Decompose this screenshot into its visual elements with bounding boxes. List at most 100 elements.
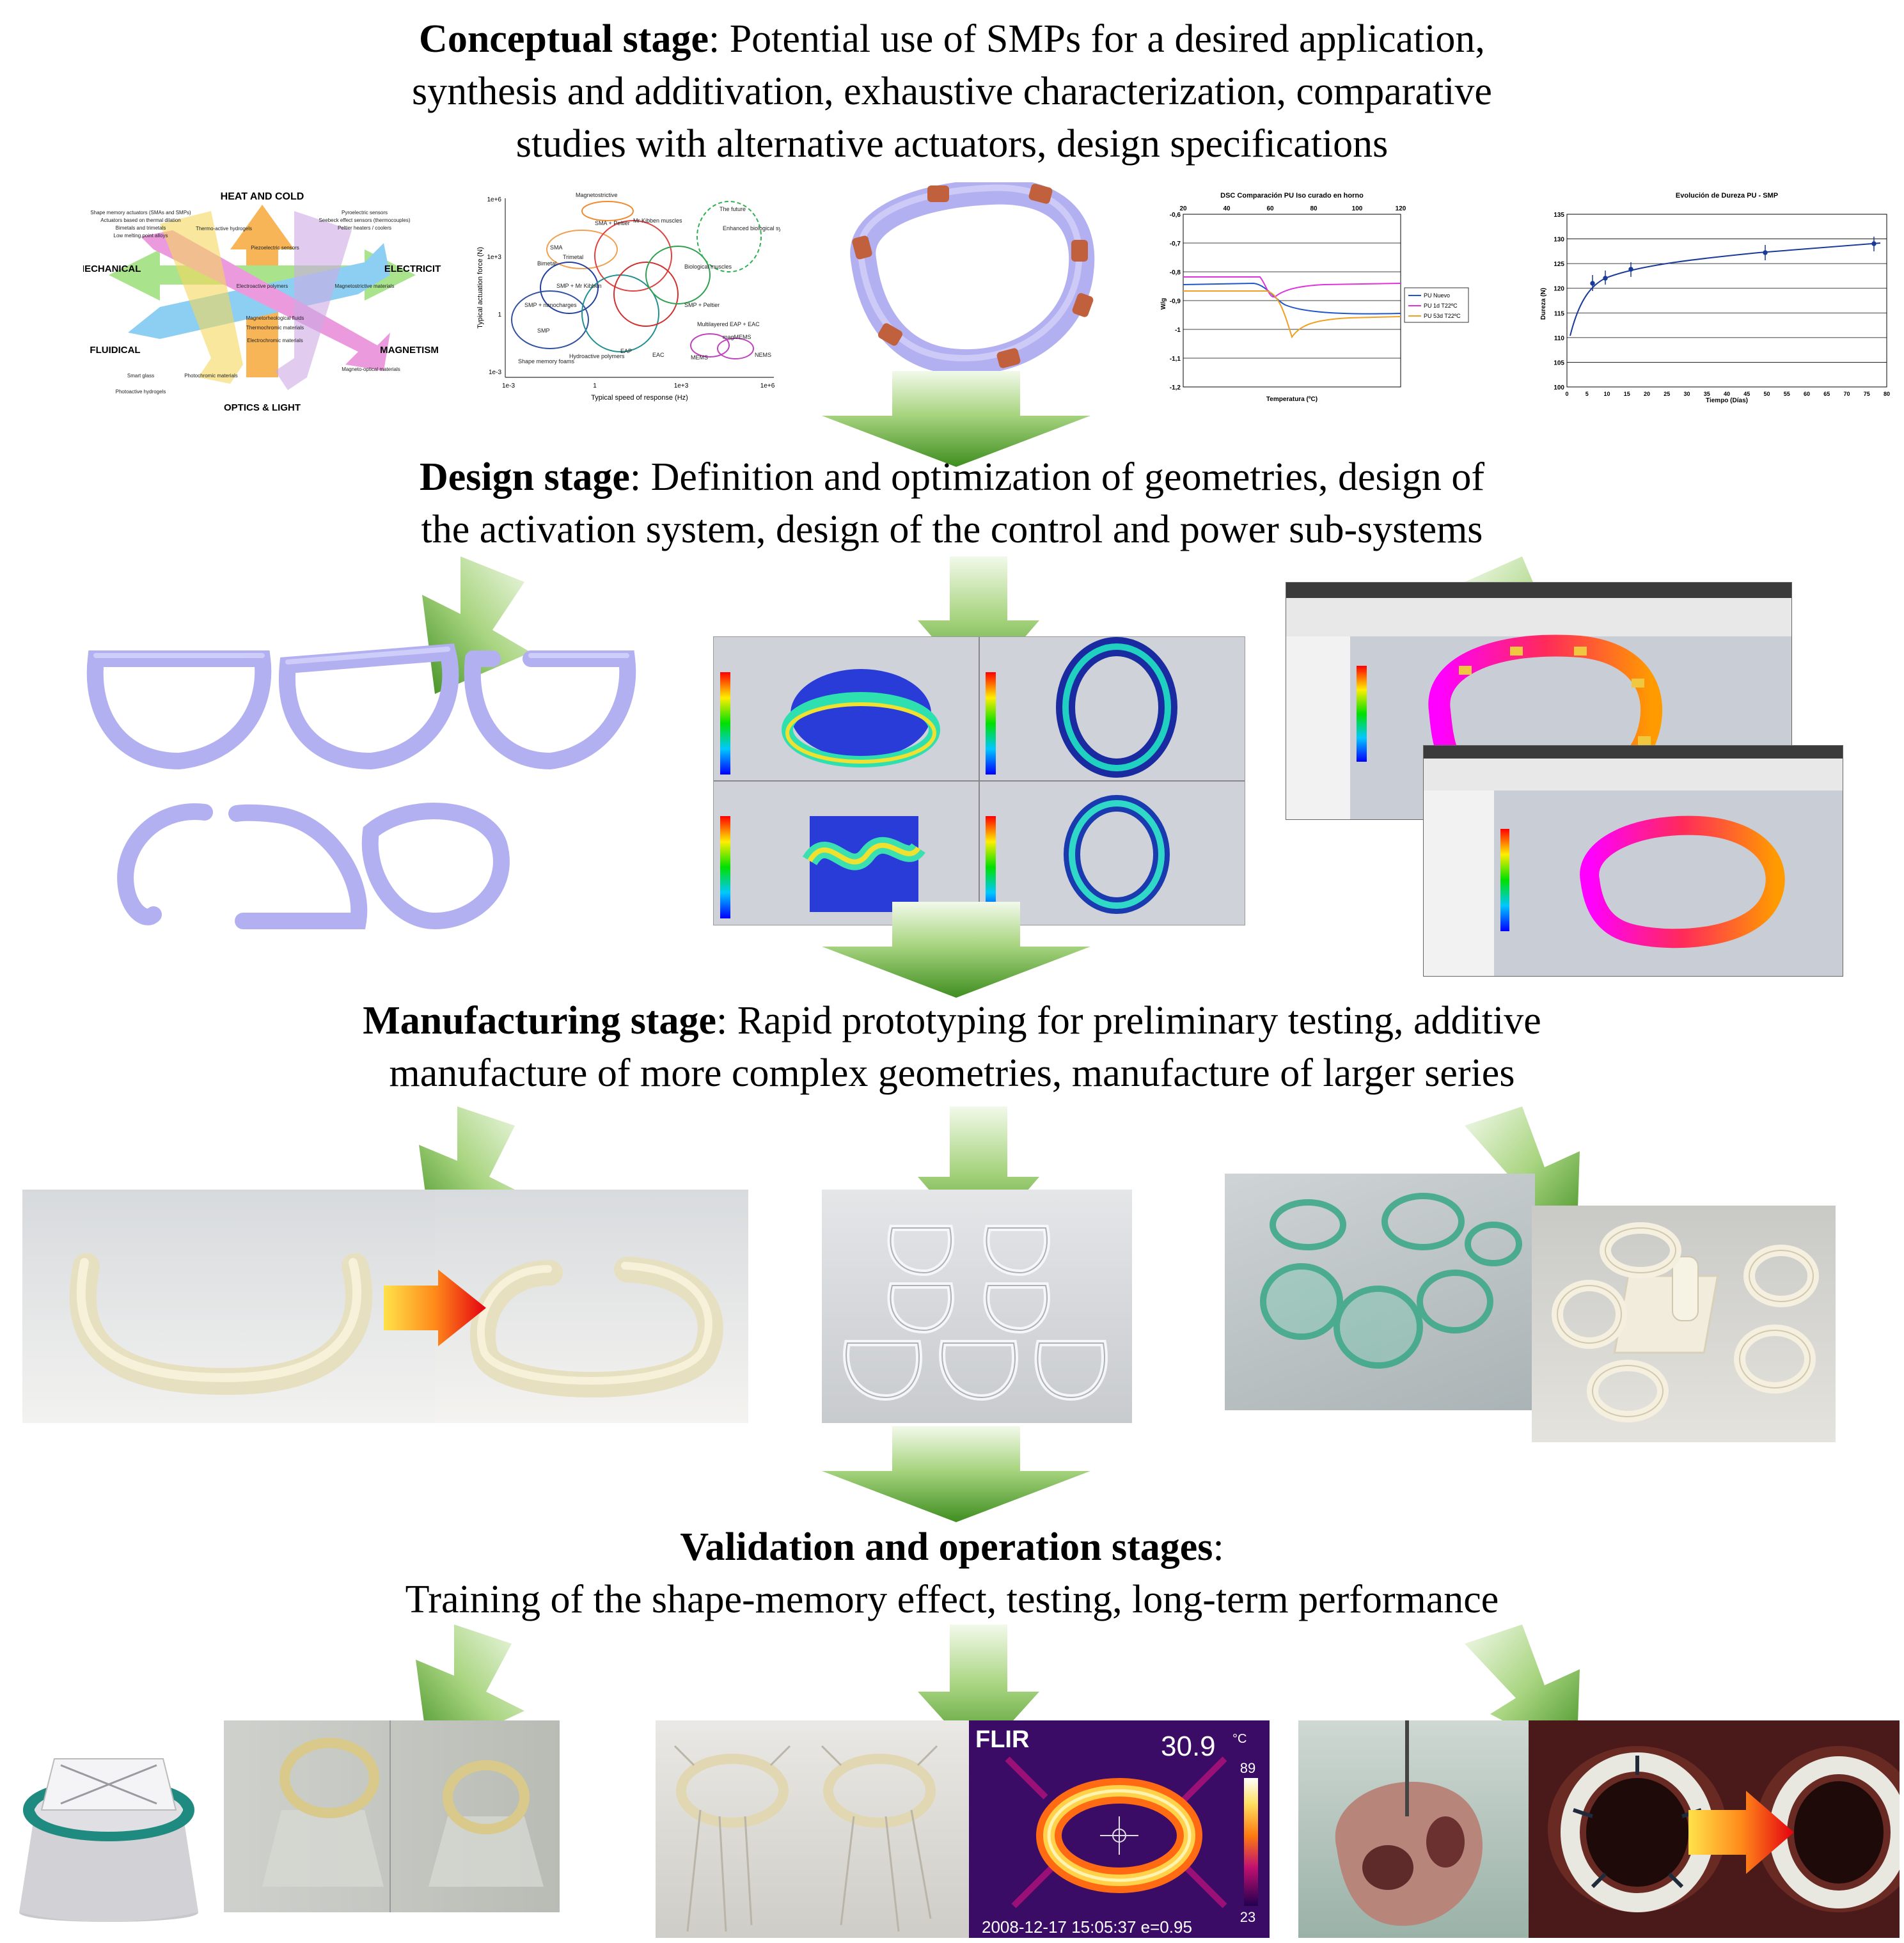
photo-ring-on-wires <box>656 1720 969 1938</box>
wheel-arrow-horizontal <box>109 249 416 301</box>
stage-title: Conceptual stage <box>419 17 709 61</box>
hardness-y-tick-label: 105 <box>1554 359 1564 366</box>
dsc-legend-label: PU 1d T22ºC <box>1424 303 1458 309</box>
thermal-brand: FLIR <box>975 1726 1029 1753</box>
actuator-label: SMP + Peltier <box>684 302 720 308</box>
photo-ring-after <box>435 1190 748 1423</box>
wheel-label-lower-left: FLUIDICAL <box>90 345 140 356</box>
actuator-label: SMA + Peltier <box>595 220 630 226</box>
wheel-label-right: ELECTRICITY <box>384 264 441 274</box>
wheel-label-top: HEAT AND COLD <box>221 191 304 202</box>
ellipse-eac <box>613 262 679 327</box>
fea-simulation-panel <box>713 636 1245 925</box>
hardness-x-tick-label: 25 <box>1664 391 1670 397</box>
heat-transition-arrow <box>384 1270 486 1346</box>
ellipse-smp-kibben <box>540 262 599 314</box>
dsc-y-tick-label: -1,2 <box>1170 384 1181 391</box>
actuator-comparison-chart: Typical actuation force (N) Typical spee… <box>473 185 798 403</box>
dsc-legend-label: PU Nuevo <box>1424 292 1450 299</box>
thermal-timestamp: 2008-12-17 15:05:37 e=0.95 <box>982 1917 1192 1937</box>
conceptual-stage-text: Conceptual stage: Potential use of SMPs … <box>412 17 1492 166</box>
hardness-x-tick-label: 55 <box>1784 391 1790 397</box>
dsc-y-tick-label: -0,6 <box>1170 212 1181 219</box>
wheel-item: Magneto-optical materials <box>342 366 400 372</box>
dsc-y-tick-label: -0,9 <box>1170 298 1181 305</box>
arrow-down-1 <box>822 371 1090 467</box>
hardness-x-tick-label: 30 <box>1683 391 1690 397</box>
actuator-label: Bimetal <box>537 260 556 267</box>
actuator-label: SMP + nanocharges <box>524 302 577 308</box>
dsc-series-line <box>1183 276 1401 298</box>
hardness-x-tick-label: 70 <box>1843 391 1850 397</box>
hardness-x-tick-label: 15 <box>1624 391 1630 397</box>
actuator-label: NEMS <box>755 352 771 358</box>
hardness-x-tick-label: 60 <box>1804 391 1810 397</box>
dsc-series-line <box>1183 282 1401 315</box>
actuator-label: Trimetal <box>563 254 583 260</box>
wheel-item: Electroactive polymers <box>237 283 288 289</box>
hardness-y-tick-label: 110 <box>1554 335 1565 342</box>
x-tick-label: 1 <box>593 382 597 389</box>
dsc-y-tick-label: -1 <box>1175 327 1181 334</box>
arrow-down-2 <box>822 902 1090 998</box>
hardness-y-tick-label: 125 <box>1554 261 1564 268</box>
hardness-x-tick-label: 50 <box>1763 391 1770 397</box>
hardness-y-tick-label: 115 <box>1554 310 1565 317</box>
ellipse-smp <box>511 290 589 349</box>
actuator-label: MEMS <box>691 354 708 361</box>
ring-variant <box>464 650 636 770</box>
wheel-item: Peltier heaters / coolers <box>338 225 391 231</box>
dsc-x-tick-label: 120 <box>1396 205 1406 212</box>
ring-variant <box>361 803 510 930</box>
hardness-y-tick-label: 135 <box>1554 212 1564 219</box>
y-tick-label: 1e-3 <box>489 369 501 376</box>
ellipse-magmems <box>717 338 754 359</box>
dsc-x-tick-label: 80 <box>1310 205 1318 212</box>
photo-heart-specimen <box>1298 1720 1529 1938</box>
thermal-camera-image: FLIR 30.9 °C 89 23 2008-12-17 15:05:37 e… <box>969 1720 1270 1938</box>
stage-title: Design stage <box>419 455 630 499</box>
heater-pad <box>877 323 903 346</box>
x-tick-label: 1e+6 <box>760 382 775 389</box>
x-tick-label: 1e-3 <box>502 382 515 389</box>
validation-stage-text: Validation and operation stages: Trainin… <box>405 1525 1499 1621</box>
photo-transparent-prototypes <box>822 1190 1132 1423</box>
hardness-title: Evolución de Dureza PU - SMP <box>1676 192 1778 200</box>
ring-with-heaters-render <box>825 178 1106 375</box>
wheel-item: Bimetals and trimetals <box>116 225 166 231</box>
stage-title: Manufacturing stage <box>363 999 717 1042</box>
dsc-x-tick-label: 100 <box>1352 205 1363 212</box>
dsc-x-tick-label: 20 <box>1179 205 1187 212</box>
wheel-arrow-diag4 <box>275 211 352 390</box>
hardness-x-tick-label: 65 <box>1823 391 1830 397</box>
dsc-y-tick-label: -0,8 <box>1170 269 1181 276</box>
hardness-x-tick-label: 35 <box>1704 391 1710 397</box>
thermal-unit: °C <box>1232 1732 1247 1746</box>
wheel-item: Piezoelectric sensors <box>251 245 299 251</box>
ellipse-sma <box>546 230 618 269</box>
photo-green-mold-rings <box>1225 1174 1535 1410</box>
hardness-xlabel: Tiempo (Días) <box>1706 397 1748 404</box>
hardness-x-tick-label: 40 <box>1724 391 1730 397</box>
heater-pad <box>1072 293 1094 317</box>
actuator-label: Hydroactive polymers <box>569 353 625 359</box>
hardness-x-tick-label: 0 <box>1565 391 1568 397</box>
stage-title: Validation and operation stages <box>680 1525 1213 1569</box>
ring-geometry-variants <box>77 633 652 953</box>
wheel-item: Low melting point alloys <box>114 233 168 239</box>
ellipse-mems <box>690 333 730 358</box>
hardness-x-tick-label: 45 <box>1743 391 1750 397</box>
actuator-label: Mr Kibben muscles <box>633 217 682 224</box>
wheel-item: Thermochromic materials <box>246 325 304 331</box>
arrow-down-3 <box>822 1426 1090 1522</box>
wheel-item: Pyroelectric sensors <box>342 210 388 216</box>
actuator-label: Multilayered EAP + EAC <box>697 321 760 327</box>
wheel-item: Photoactive hydrogels <box>116 389 166 395</box>
actuator-label: EAC <box>652 352 665 358</box>
photo-3d-printed-rings <box>1532 1206 1836 1442</box>
dsc-series-line <box>1183 290 1401 339</box>
dsc-chart: DSC Comparación PU Iso curado en horno -… <box>1158 189 1522 406</box>
hardness-ylabel: Dureza (N) <box>1540 288 1547 320</box>
ring-variant <box>117 803 368 929</box>
